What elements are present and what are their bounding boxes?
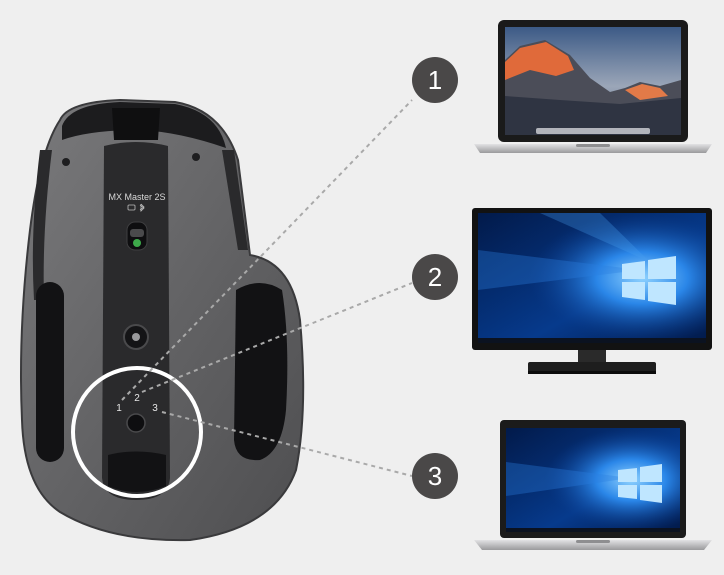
badge-1: 1: [412, 57, 458, 103]
screw-left: [62, 158, 70, 166]
easy-switch-button: [126, 413, 146, 433]
connector-lines: [121, 99, 413, 477]
power-led-icon: [133, 239, 141, 247]
side-dark-left: [32, 150, 52, 300]
connector-line-1: [121, 99, 413, 401]
connector-line-2: [141, 282, 413, 393]
laptop-base: [474, 144, 712, 153]
channel-label-2: 2: [134, 393, 140, 404]
badge-2-number: 2: [428, 262, 442, 292]
model-label: MX Master 2S: [108, 192, 165, 202]
badge-3-number: 3: [428, 461, 442, 491]
badge-1-number: 1: [428, 65, 442, 95]
device-laptop-macos: [474, 20, 712, 153]
channel-label-3: 3: [152, 403, 158, 414]
usb-receiver-icon: [127, 204, 136, 211]
glide-pad-right: [234, 283, 288, 461]
windows-logo-icon: [622, 256, 676, 305]
badge-2: 2: [412, 254, 458, 300]
badge-3: 3: [412, 453, 458, 499]
side-dark-right: [222, 150, 248, 250]
wheel-slot: [112, 108, 160, 140]
channel-label-1: 1: [116, 403, 122, 414]
mouse: MX Master 2S 1 2 3: [20, 98, 305, 542]
laptop-base: [474, 540, 712, 550]
connector-line-3: [161, 411, 413, 477]
bluetooth-icon: [139, 203, 145, 212]
screw-right: [192, 153, 200, 161]
glide-pad-left: [36, 282, 64, 462]
windows-logo-icon: [618, 464, 662, 503]
glide-pad-bottom: [108, 451, 166, 492]
macos-dock: [536, 128, 650, 134]
monitor-stand-neck: [578, 350, 606, 364]
device-laptop-windows: [474, 420, 712, 550]
center-strip: [102, 142, 170, 500]
windows-taskbar: [478, 338, 706, 343]
easy-switch-highlight-ring: [71, 366, 203, 498]
device-monitor-windows: [472, 208, 712, 374]
